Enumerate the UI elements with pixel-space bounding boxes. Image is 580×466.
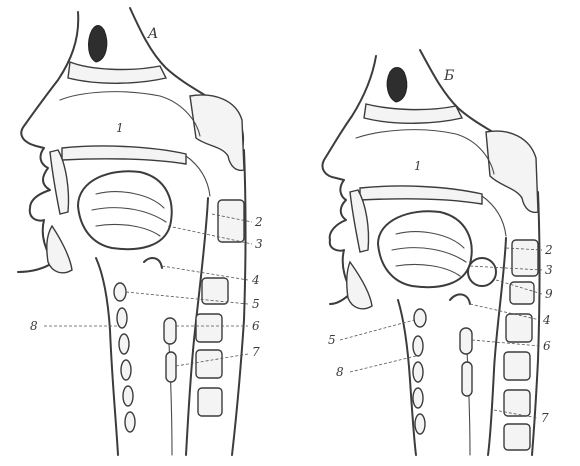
- hard-palate-b: [360, 186, 482, 204]
- soft-palate-a: [186, 156, 210, 196]
- tongue-b: [378, 211, 472, 287]
- spine-a: [196, 200, 244, 416]
- mandible-b: [347, 262, 372, 309]
- label-b-4: 4: [542, 313, 551, 327]
- soft-palate-b: [482, 196, 506, 236]
- label-b-8: 8: [336, 365, 344, 379]
- panel-letter-b: Б: [443, 68, 454, 84]
- label-b-6: 6: [543, 339, 551, 353]
- esophagus-lumen-a: [164, 318, 176, 382]
- label-a-4: 4: [251, 273, 260, 287]
- tongue-texture-b-3: [396, 264, 460, 276]
- tongue-texture-b-2: [392, 248, 466, 262]
- label-b-5: 5: [328, 333, 336, 347]
- nasal-bone-a: [68, 62, 166, 83]
- leader-b-4: [470, 304, 540, 320]
- pharyngeal-mass-b: [468, 258, 496, 286]
- tongue-texture-a-1: [96, 192, 164, 208]
- pharynx-wall-b: [488, 238, 506, 455]
- frontal-sinus-a: [89, 26, 107, 63]
- label-a-2: 2: [254, 215, 263, 229]
- label-a-7: 7: [252, 345, 260, 359]
- nasal-cavity-a: [60, 92, 200, 136]
- frontal-sinus-b: [387, 68, 407, 103]
- tongue-texture-a-2: [92, 208, 166, 222]
- spine-posterior-b: [532, 192, 540, 455]
- label-a-8: 8: [30, 319, 38, 333]
- esophagus-lumen-b: [460, 328, 472, 396]
- leader-a-5: [126, 292, 248, 304]
- clivus-a: [190, 95, 244, 170]
- leader-b-8: [350, 356, 416, 372]
- epiglottis-a: [144, 258, 162, 268]
- panel-letter-a: A: [146, 26, 158, 42]
- mandible-a: [47, 226, 72, 273]
- leader-b-5: [340, 320, 414, 340]
- label-a-5: 5: [252, 297, 260, 311]
- panel-b: Б 1 2 3 9 4 5 6 8 7: [323, 50, 554, 455]
- trachea-b: [413, 309, 426, 434]
- label-b-2: 2: [544, 243, 553, 257]
- panel-a: A 1 2 3 4 5 6 7 8: [18, 8, 263, 455]
- spine-posterior-a: [232, 150, 246, 455]
- tongue-texture-a-3: [96, 224, 160, 236]
- epiglottis-b: [450, 294, 470, 304]
- trachea-a: [114, 283, 135, 432]
- nasal-bone-b: [364, 104, 462, 123]
- tongue-texture-b-1: [396, 232, 464, 248]
- label-a-1: 1: [116, 121, 124, 135]
- face-profile-a: [18, 12, 78, 272]
- label-a-3: 3: [255, 237, 263, 251]
- label-a-6: 6: [252, 319, 260, 333]
- nasal-cavity-b: [356, 130, 494, 174]
- label-b-9: 9: [545, 287, 553, 301]
- label-b-3: 3: [545, 263, 553, 277]
- label-b-7: 7: [541, 411, 549, 425]
- label-b-1: 1: [414, 159, 422, 173]
- hard-palate-a: [62, 146, 186, 164]
